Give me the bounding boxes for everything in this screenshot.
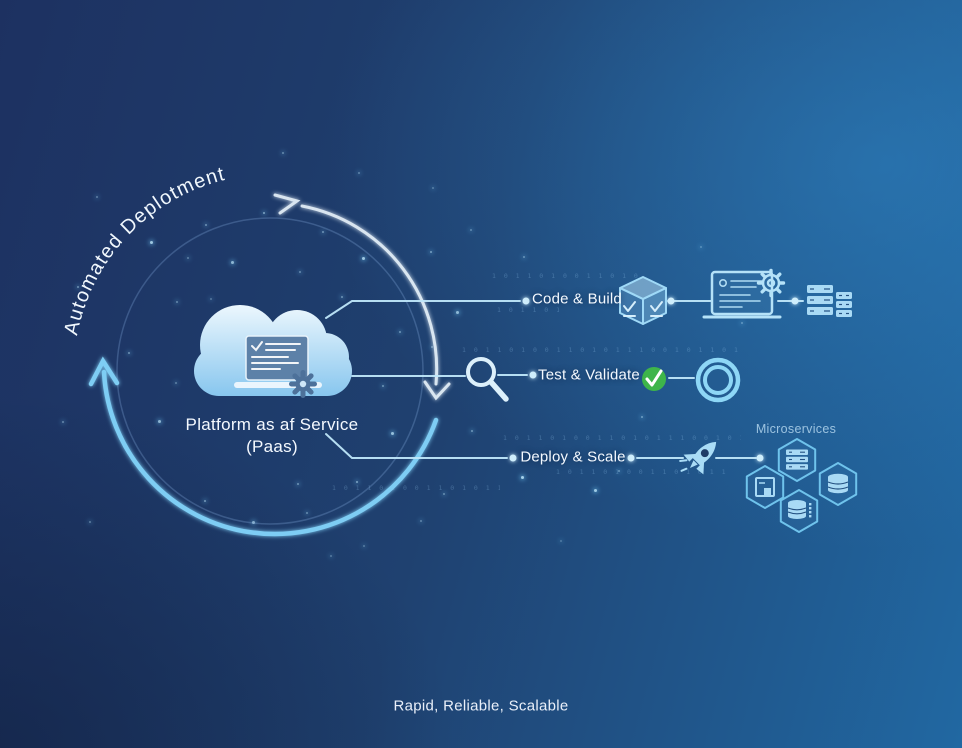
stage-label-code-build: Code & Build (532, 290, 622, 308)
connector-code-build (325, 300, 521, 319)
check-circle-icon (642, 367, 666, 391)
cloud-label-line2: (Paas) (246, 437, 298, 456)
gear-icon (289, 370, 317, 398)
laptop-icon (234, 335, 322, 388)
rocket-icon (679, 441, 717, 475)
footer-tagline: Rapid, Reliable, Scalable (393, 697, 569, 715)
connector-deploy-scale (325, 433, 508, 459)
hexagon-inner-icons (755, 449, 849, 519)
cube-checklist-icon (619, 276, 667, 325)
arrow-up-icon (88, 356, 120, 387)
database-icon (787, 500, 812, 519)
arc-title: Automated Deplotment (60, 163, 226, 337)
arrow-down-icon (423, 380, 451, 401)
arrow-right-icon (273, 193, 301, 215)
ring-icon (695, 357, 741, 403)
arc-title-text: Automated Deplotment (60, 163, 227, 337)
hexagon (745, 465, 785, 509)
microservices-label: Microservices (755, 422, 837, 436)
cloud-label-line1: Platform as af Service (185, 415, 359, 434)
stage-label-deploy-scale: Deploy & Scale (520, 448, 626, 466)
server-stack-icon (786, 449, 808, 470)
cycle-circle (116, 217, 424, 525)
laptop-gear-icon (702, 268, 786, 319)
connector-lines (325, 300, 804, 459)
magnifier-icon (466, 357, 509, 402)
connector-dots (509, 297, 799, 462)
container-window-icon (755, 477, 775, 497)
gear-icon (756, 268, 786, 298)
stage-label-test-validate: Test & Validate (538, 366, 640, 384)
database-icon (827, 473, 849, 494)
cycle-arc-bottom (88, 356, 439, 537)
cloud-icon (194, 305, 352, 398)
server-rack-icon (807, 285, 852, 317)
cycle-arc-top (273, 193, 451, 401)
